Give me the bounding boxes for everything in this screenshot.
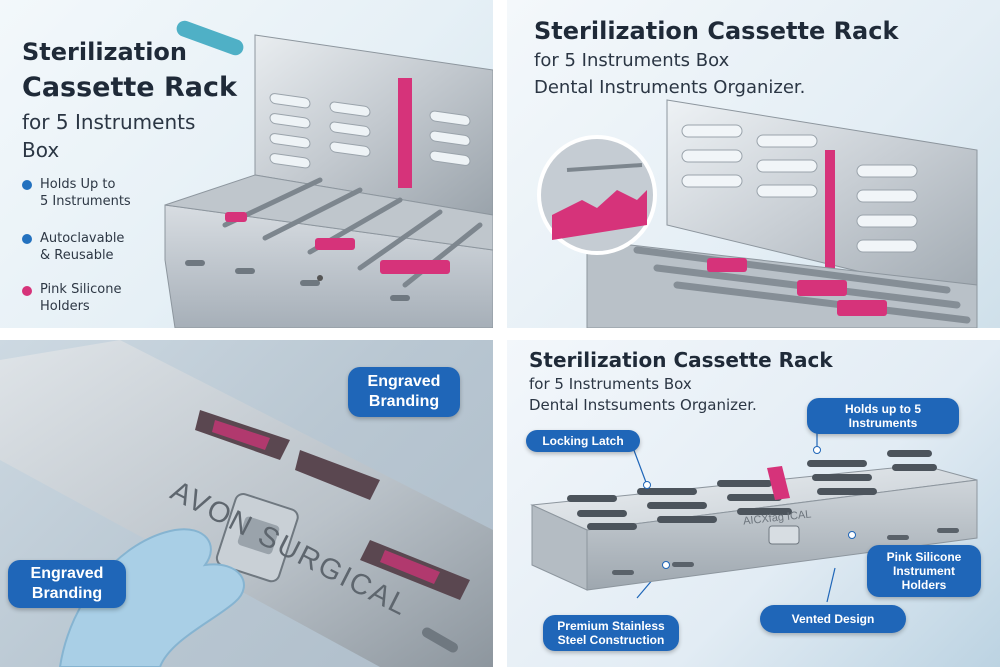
callout-engraved-branding-top: Engraved Branding	[348, 367, 460, 417]
bullet-dot	[22, 180, 32, 190]
callout-anchor-dot	[813, 446, 821, 454]
cassette-open-illustration	[164, 20, 493, 328]
callout-line1: Pink Silicone	[886, 550, 962, 564]
panel2-title: Sterilization Cassette Rack	[534, 17, 899, 45]
callout-engraved-branding-bottom: Engraved Branding	[8, 560, 126, 608]
callout-line3: Holders	[901, 578, 947, 592]
engraving-closeup-illustration	[0, 340, 493, 667]
bullet-2-line2: & Reusable	[40, 248, 114, 263]
panel2-subtitle2: Dental Instruments Organizer.	[534, 77, 806, 98]
callout-holds-up-to-5: Holds up to 5 Instruments	[807, 398, 959, 434]
latch	[768, 525, 800, 545]
pink-divider	[767, 466, 790, 500]
panel-bottom-right: AICXfag ICAL Sterilization Cassette Rack…	[507, 340, 1000, 667]
pink-divider	[398, 78, 412, 188]
callout-line1: Holds up to 5	[845, 402, 921, 416]
bullet-1-line2: 5 Instruments	[40, 194, 131, 209]
bullet-dot	[22, 234, 32, 244]
callout-vented-design: Vented Design	[760, 605, 906, 633]
callout-anchor-dot	[662, 561, 670, 569]
callout-line2: Branding	[31, 585, 103, 602]
panel1-title-line1: Sterilization	[22, 38, 187, 66]
bullet-1-line1: Holds Up to	[40, 177, 116, 192]
callout-anchor-dot	[643, 481, 651, 489]
cassette-open-closeup-illustration	[537, 99, 978, 328]
callout-line2: Instruments	[848, 416, 918, 430]
cassette-closed-illustration	[530, 425, 978, 603]
callout-locking-latch: Locking Latch	[526, 430, 640, 452]
callout-premium-stainless-steel: Premium Stainless Steel Construction	[543, 615, 679, 651]
callout-line1: Engraved	[30, 565, 104, 582]
callout-line2: Steel Construction	[557, 633, 665, 647]
panel-top-left: Sterilization Cassette Rack for 5 Instru…	[0, 0, 493, 328]
callout-pink-silicone-holders: Pink Silicone Instrument Holders	[867, 545, 981, 597]
bullet-3-line2: Holders	[40, 299, 90, 314]
panel4-subtitle2: Dental Instsuments Organizer.	[529, 396, 757, 414]
pink-divider	[825, 150, 835, 290]
panel1-title-line2: Cassette Rack	[22, 72, 237, 103]
panel-bottom-left: AVON SURGICAL Engraved Branding Engraved…	[0, 340, 493, 667]
cassette-lid	[254, 34, 493, 216]
bullet-dot	[22, 286, 32, 296]
panel4-subtitle1: for 5 Instruments Box	[529, 375, 692, 393]
dental-tool	[176, 20, 244, 56]
panel-top-right: Sterilization Cassette Rack for 5 Instru…	[507, 0, 1000, 328]
panel1-subtitle-line1: for 5 Instruments	[22, 110, 196, 134]
panel1-subtitle-line2: Box	[22, 138, 60, 162]
callout-anchor-dot	[848, 531, 856, 539]
callout-line1: Engraved	[367, 373, 441, 390]
panel2-subtitle1: for 5 Instruments Box	[534, 50, 730, 71]
callout-line2: Instrument	[892, 564, 955, 578]
bullet-3-line1: Pink Silicone	[40, 282, 122, 297]
callout-line1: Premium Stainless	[557, 619, 665, 633]
callout-line2: Branding	[368, 393, 440, 410]
bullet-2-line1: Autoclavable	[40, 231, 125, 246]
panel4-title: Sterilization Cassette Rack	[529, 348, 833, 372]
